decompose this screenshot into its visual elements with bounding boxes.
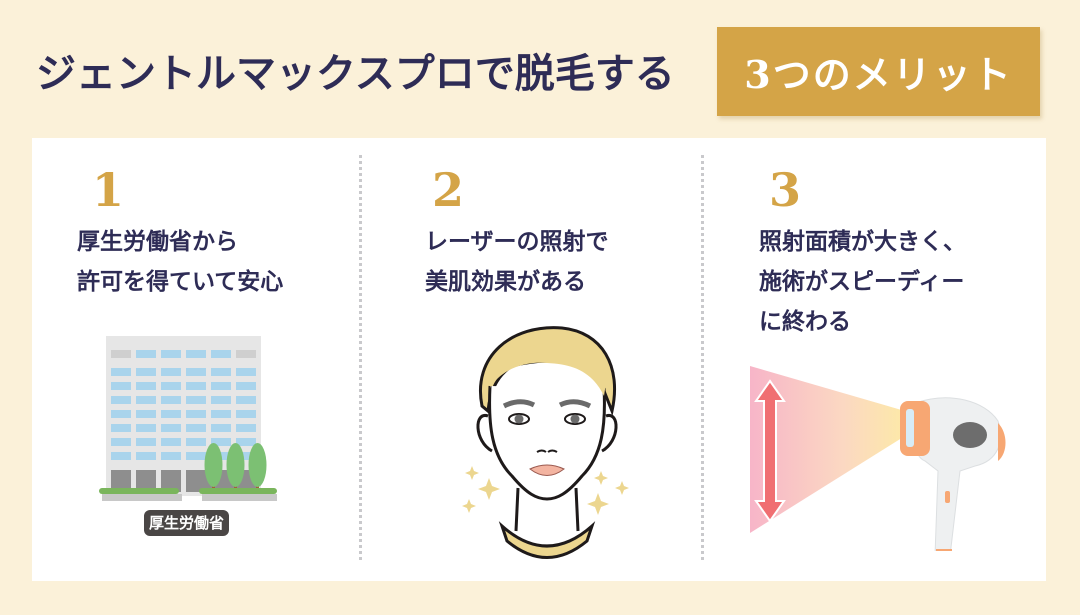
- merit-number: 1: [92, 163, 125, 217]
- column-divider: [359, 155, 362, 560]
- merits-card: 1 厚生労働省から 許可を得ていて安心: [32, 138, 1046, 581]
- ministry-label: 厚生労働省: [144, 510, 230, 536]
- government-building-icon: [99, 336, 277, 501]
- sparkling-face-icon: [462, 326, 629, 559]
- merit-number: 3: [769, 163, 802, 217]
- merits-badge: 3つのメリット: [717, 27, 1040, 116]
- column-divider: [701, 155, 704, 560]
- merits-badge-label: 3つのメリット: [744, 52, 1013, 97]
- page-title: ジェントルマックスプロで脱毛する: [36, 50, 675, 97]
- laser-device-icon: [750, 366, 1006, 551]
- merit-number: 2: [432, 163, 465, 217]
- merit-item-1: 1 厚生労働省から 許可を得ていて安心: [32, 138, 360, 581]
- merit-text: 厚生労働省から 許可を得ていて安心: [77, 229, 284, 295]
- merit-item-2: 2 レーザーの照射で 美肌効果がある: [362, 138, 702, 581]
- merit-text: レーザーの照射で 美肌効果がある: [425, 229, 609, 295]
- merit-item-3: 3 照射面積が大きく、 施術がスピーディー に終わる: [704, 138, 1046, 581]
- merit-text: 照射面積が大きく、 施術がスピーディー に終わる: [759, 229, 966, 335]
